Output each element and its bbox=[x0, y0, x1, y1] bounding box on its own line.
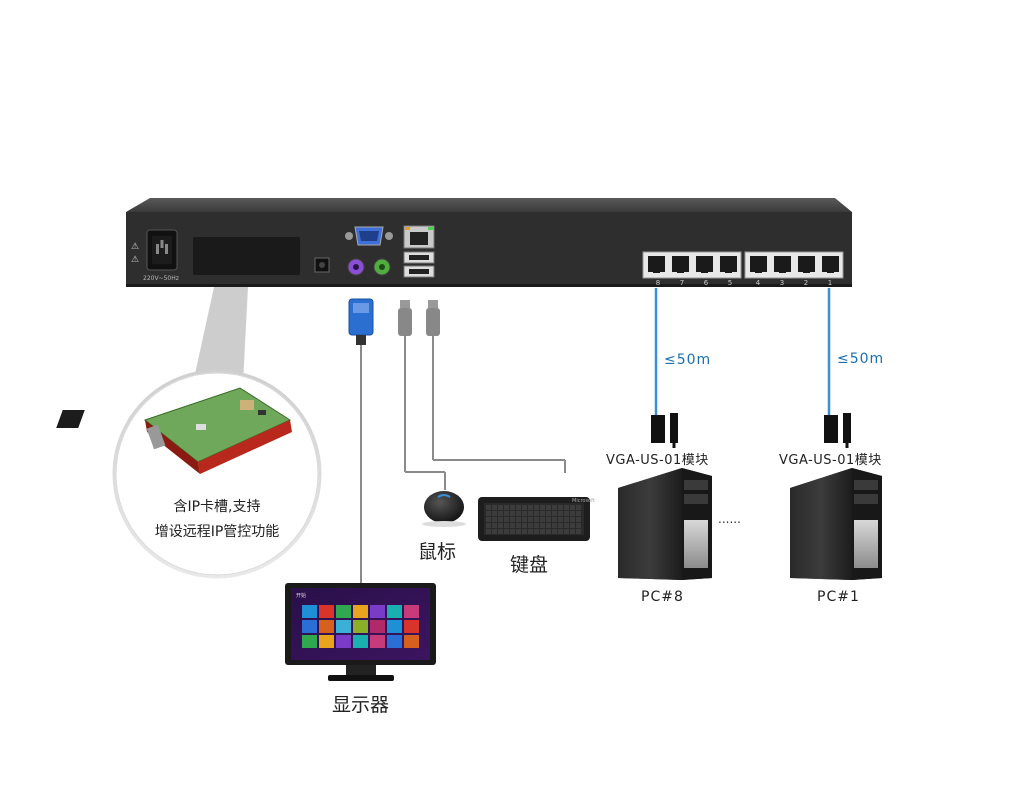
keyboard-brand: Microsoft bbox=[572, 498, 595, 504]
rj45-socket bbox=[696, 256, 713, 272]
warning-icon: ⚠ bbox=[131, 255, 139, 265]
keyboard-label: 键盘 bbox=[510, 550, 548, 577]
callout-line-2: 增设远程IP管控功能 bbox=[155, 524, 280, 540]
rj45-socket bbox=[672, 256, 689, 272]
lan-port bbox=[404, 226, 434, 248]
monitor-label: 显示器 bbox=[332, 690, 389, 717]
warning-icon: ⚠ bbox=[131, 242, 139, 252]
vga-cable bbox=[349, 299, 373, 584]
mouse-label: 鼠标 bbox=[418, 537, 456, 564]
monitor-image: 开始 bbox=[285, 583, 436, 681]
power-inlet bbox=[147, 230, 177, 270]
ip-card-callout: 含IP卡槽,支持 增设远程IP管控功能 bbox=[56, 287, 320, 577]
rj45-socket bbox=[798, 256, 815, 272]
port-number-row: 8 7 6 5 4 3 2 1 bbox=[647, 279, 847, 289]
usb-cable-keyboard bbox=[426, 300, 565, 473]
rj45-socket bbox=[750, 256, 767, 272]
port-number: 2 bbox=[795, 279, 817, 287]
port-number: 1 bbox=[819, 279, 841, 287]
keyboard-image: Microsoft bbox=[478, 497, 595, 541]
rj45-socket bbox=[822, 256, 839, 272]
link-pc1 bbox=[824, 288, 851, 448]
port-number: 4 bbox=[747, 279, 769, 287]
distance-label-pc1: ≤50m bbox=[837, 351, 884, 367]
ellipsis: ...... bbox=[718, 512, 741, 526]
pc1-tower bbox=[790, 468, 882, 580]
ip-card-slot bbox=[193, 237, 300, 275]
link-pc8 bbox=[651, 288, 678, 448]
distance-label-pc8: ≤50m bbox=[664, 352, 711, 368]
pc8-label: PC#8 bbox=[641, 589, 684, 605]
port-number: 6 bbox=[695, 279, 717, 287]
power-rating-label: 220V~50Hz bbox=[143, 275, 179, 282]
pc1-label: PC#1 bbox=[817, 589, 860, 605]
module-label-pc1: VGA-US-01模块 bbox=[779, 449, 882, 468]
rj45-socket bbox=[648, 256, 665, 272]
kvm-switch: ⚠ ⚠ 220V~50Hz bbox=[126, 198, 852, 287]
port-number: 7 bbox=[671, 279, 693, 287]
monitor-start-label: 开始 bbox=[296, 592, 306, 599]
port-number: 3 bbox=[771, 279, 793, 287]
port-number: 5 bbox=[719, 279, 741, 287]
rj45-socket bbox=[774, 256, 791, 272]
module-label-pc8: VGA-US-01模块 bbox=[606, 449, 709, 468]
callout-line-1: 含IP卡槽,支持 bbox=[173, 499, 260, 515]
mouse-image bbox=[422, 491, 466, 527]
pc8-tower bbox=[618, 468, 712, 580]
port-number: 8 bbox=[647, 279, 669, 287]
rj45-socket bbox=[720, 256, 737, 272]
